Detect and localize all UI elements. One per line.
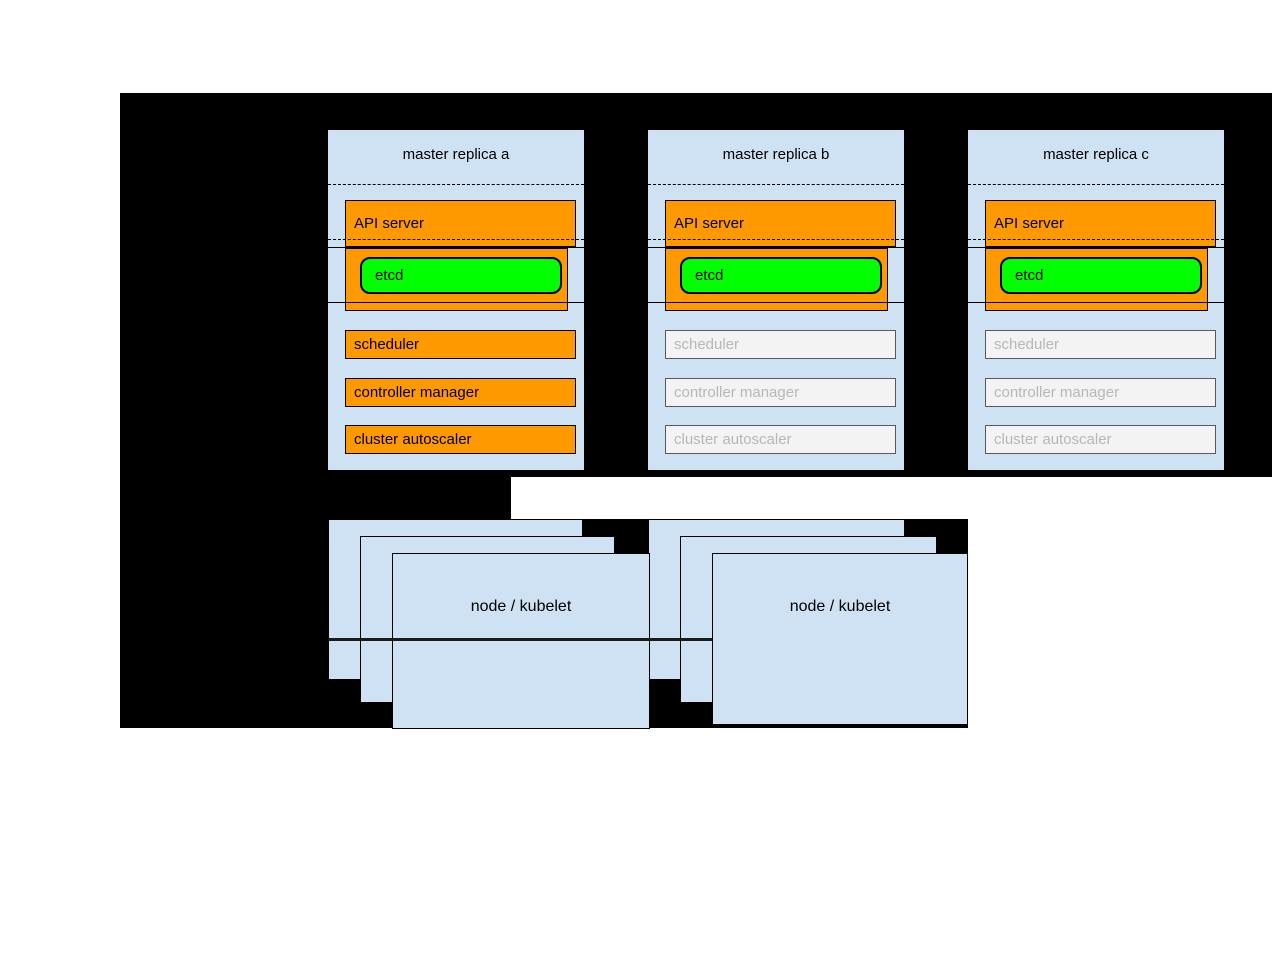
etcd-container-box: etcd — [985, 248, 1208, 311]
etcd-label: etcd — [375, 267, 404, 284]
etcd-label: etcd — [695, 267, 724, 284]
master-replica-b-title: master replica b — [722, 146, 830, 163]
controller-manager-box: controller manager — [665, 378, 896, 407]
dashed-separator — [968, 239, 1224, 240]
master-replica-c-title: master replica c — [1043, 146, 1149, 163]
solid-separator — [968, 247, 1224, 248]
etcd-container-box: etcd — [345, 248, 568, 311]
scheduler-box: scheduler — [665, 330, 896, 359]
scheduler-label: scheduler — [994, 336, 1060, 353]
etcd-label: etcd — [1015, 267, 1044, 284]
node-stack-separator-line — [328, 638, 712, 641]
solid-separator — [648, 247, 904, 248]
scheduler-label: scheduler — [354, 336, 420, 353]
controller-manager-label: controller manager — [674, 384, 800, 401]
cluster-autoscaler-box: cluster autoscaler — [665, 425, 896, 454]
scheduler-box: scheduler — [345, 330, 576, 359]
cluster-autoscaler-label: cluster autoscaler — [994, 431, 1112, 448]
dashed-separator — [648, 184, 904, 185]
cluster-autoscaler-label: cluster autoscaler — [354, 431, 472, 448]
solid-separator — [968, 302, 1224, 303]
etcd-box: etcd — [1000, 257, 1202, 294]
controller-manager-label: controller manager — [354, 384, 480, 401]
node-kubelet-label: node / kubelet — [470, 598, 572, 615]
node-card-front: node / kubelet — [712, 553, 968, 725]
scheduler-box: scheduler — [985, 330, 1216, 359]
master-replica-a-title: master replica a — [402, 146, 510, 163]
etcd-box: etcd — [360, 257, 562, 294]
cluster-autoscaler-box: cluster autoscaler — [345, 425, 576, 454]
cluster-autoscaler-box: cluster autoscaler — [985, 425, 1216, 454]
node-kubelet-label: node / kubelet — [789, 598, 891, 615]
controller-manager-box: controller manager — [985, 378, 1216, 407]
solid-separator — [648, 302, 904, 303]
dashed-separator — [328, 184, 584, 185]
dashed-separator — [328, 239, 584, 240]
master-replica-b-panel: master replica b API server etcd schedul… — [648, 130, 904, 470]
backdrop-left-band — [120, 477, 511, 519]
api-server-label: API server — [994, 215, 1065, 232]
etcd-box: etcd — [680, 257, 882, 294]
dashed-separator — [968, 184, 1224, 185]
controller-manager-box: controller manager — [345, 378, 576, 407]
cluster-autoscaler-label: cluster autoscaler — [674, 431, 792, 448]
scheduler-label: scheduler — [674, 336, 740, 353]
api-server-label: API server — [674, 215, 745, 232]
node-card-front: node / kubelet — [392, 553, 650, 729]
master-replica-c-panel: master replica c API server etcd schedul… — [968, 130, 1224, 470]
solid-separator — [328, 302, 584, 303]
master-replica-a-panel: master replica a API server etcd schedul… — [328, 130, 584, 470]
controller-manager-label: controller manager — [994, 384, 1120, 401]
api-server-label: API server — [354, 215, 425, 232]
solid-separator — [328, 247, 584, 248]
etcd-container-box: etcd — [665, 248, 888, 311]
dashed-separator — [648, 239, 904, 240]
